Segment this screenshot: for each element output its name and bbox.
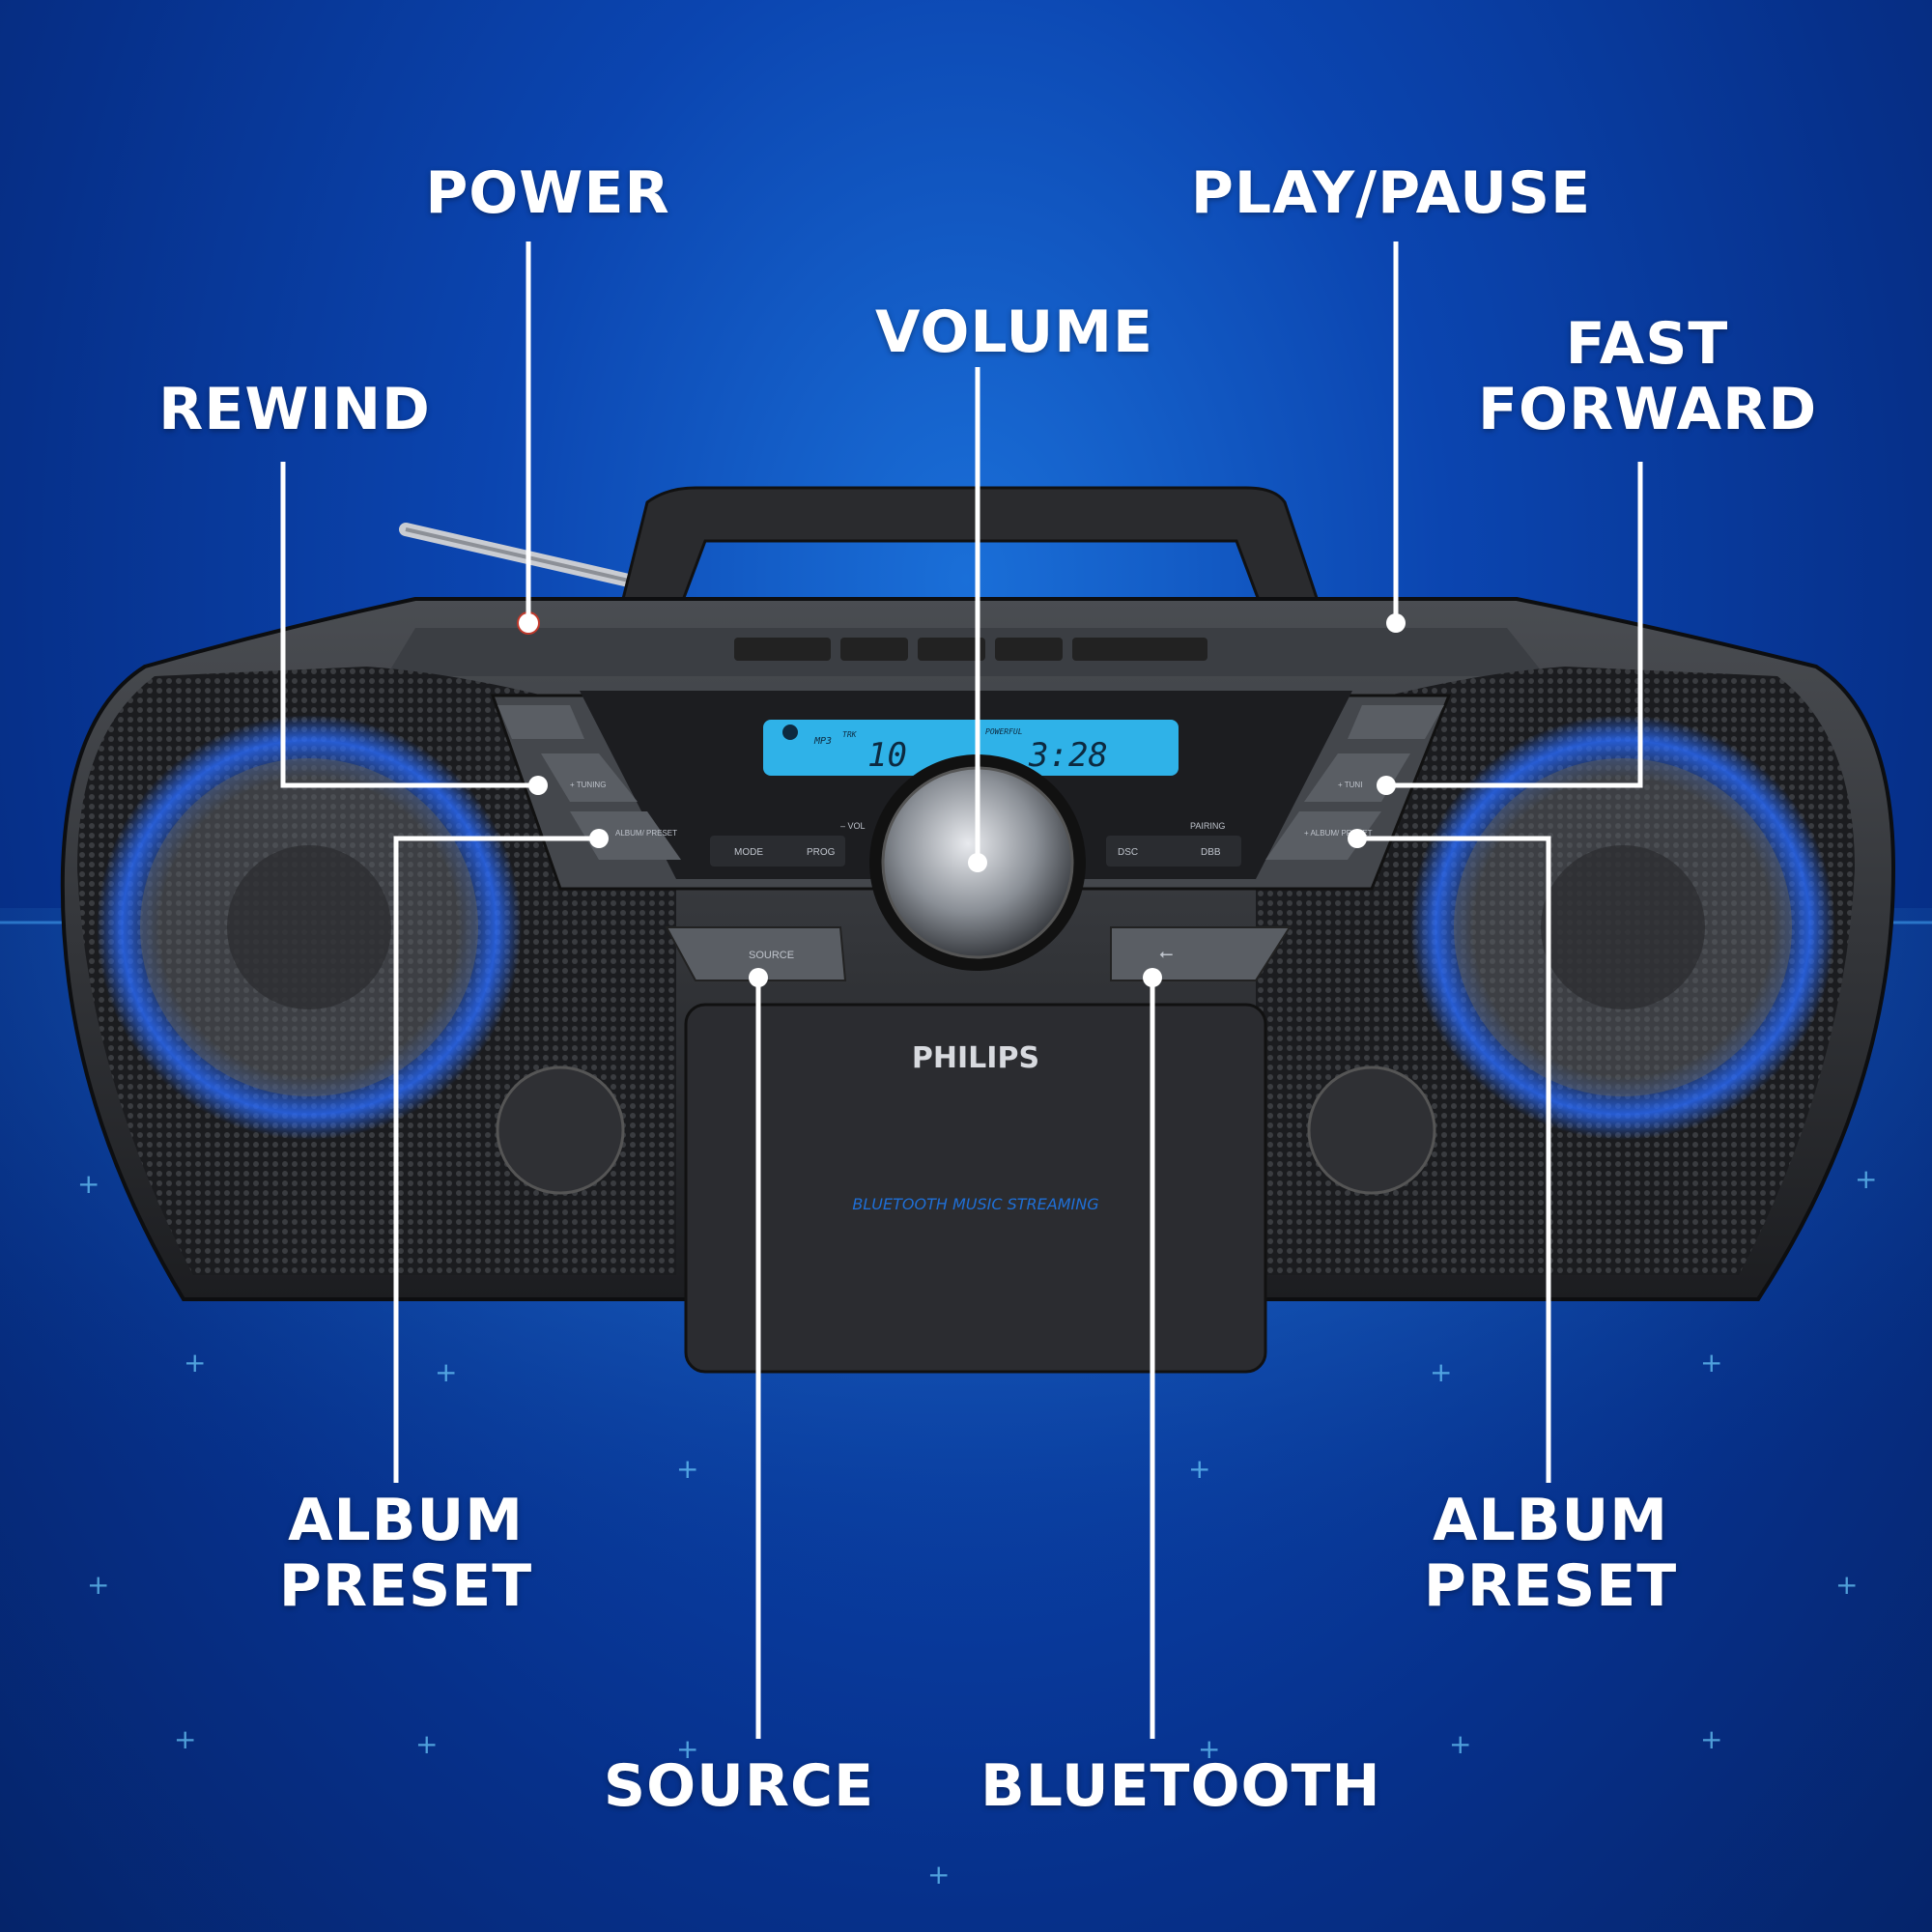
svg-text:+ TUNING: + TUNING [570,781,606,789]
svg-text:+: + [1449,1728,1471,1760]
center-panel: PHILIPS BLUETOOTH MUSIC STREAMING [684,1003,1267,1374]
callout-volume: VOLUME [875,298,1153,366]
svg-text:+: + [1835,1569,1858,1601]
callout-play-pause: PLAY/PAUSE [1190,159,1592,227]
antenna [399,523,673,596]
svg-text:+: + [87,1569,109,1601]
callout-bluetooth: BLUETOOTH [980,1752,1381,1820]
mode-prog-keys[interactable]: MODE PROG – VOL [710,821,866,867]
svg-text:PROG: PROG [807,847,836,858]
cassette-keys[interactable] [734,638,1208,661]
callout-rewind: REWIND [158,376,431,443]
svg-text:ALBUM/ PRESET: ALBUM/ PRESET [615,829,677,838]
lcd-time: 3:28 [1028,736,1108,775]
svg-text:+ TUNI: + TUNI [1338,781,1362,789]
svg-text:POWERFUL: POWERFUL [985,727,1023,736]
svg-text:+: + [77,1168,99,1200]
svg-text:+: + [676,1733,698,1765]
svg-text:DSC: DSC [1118,847,1138,858]
svg-text:DBB: DBB [1201,847,1221,858]
svg-text:+: + [174,1723,196,1755]
feature-label: BLUETOOTH MUSIC STREAMING [852,1195,1098,1213]
svg-text:– VOL: – VOL [840,821,866,831]
usb-bluetooth-button[interactable]: ⭠ [1110,926,1292,981]
svg-text:TRK: TRK [842,730,858,739]
lcd-track: 10 [867,736,907,775]
svg-text:MP3: MP3 [813,736,832,747]
callout-fast-forward: FAST FORWARD [1478,310,1818,443]
brand-logo: PHILIPS [912,1041,1039,1075]
svg-text:+: + [1198,1733,1220,1765]
svg-text:+: + [1430,1356,1452,1388]
leader-dots [519,613,1406,987]
svg-text:+: + [1700,1347,1722,1378]
svg-text:PAIRING: PAIRING [1190,821,1225,831]
speaker-left [77,667,676,1275]
dsc-dbb-keys[interactable]: DSC DBB PAIRING [1106,821,1241,867]
callout-album-preset-right: ALBUM PRESET [1423,1487,1678,1620]
svg-text:+: + [1188,1453,1210,1485]
callout-album-preset-left: ALBUM PRESET [278,1487,533,1620]
svg-text:SOURCE: SOURCE [749,950,794,961]
callout-source: SOURCE [603,1752,875,1820]
svg-text:+: + [184,1347,206,1378]
source-button[interactable]: SOURCE [665,926,847,981]
speaker-right [1256,667,1855,1275]
svg-text:+: + [415,1728,438,1760]
svg-text:+: + [927,1859,950,1890]
svg-text:+: + [676,1453,698,1485]
svg-text:⭠: ⭠ [1159,944,1173,964]
leader-lines [280,242,1643,1739]
svg-text:+: + [1855,1163,1877,1195]
svg-text:MODE: MODE [734,847,763,858]
svg-text:+: + [435,1356,457,1388]
lcd-display [763,720,1179,776]
svg-text:+ ALBUM/ PRESET: + ALBUM/ PRESET [1304,829,1373,838]
svg-text:+: + [1700,1723,1722,1755]
callout-power: POWER [425,159,670,227]
